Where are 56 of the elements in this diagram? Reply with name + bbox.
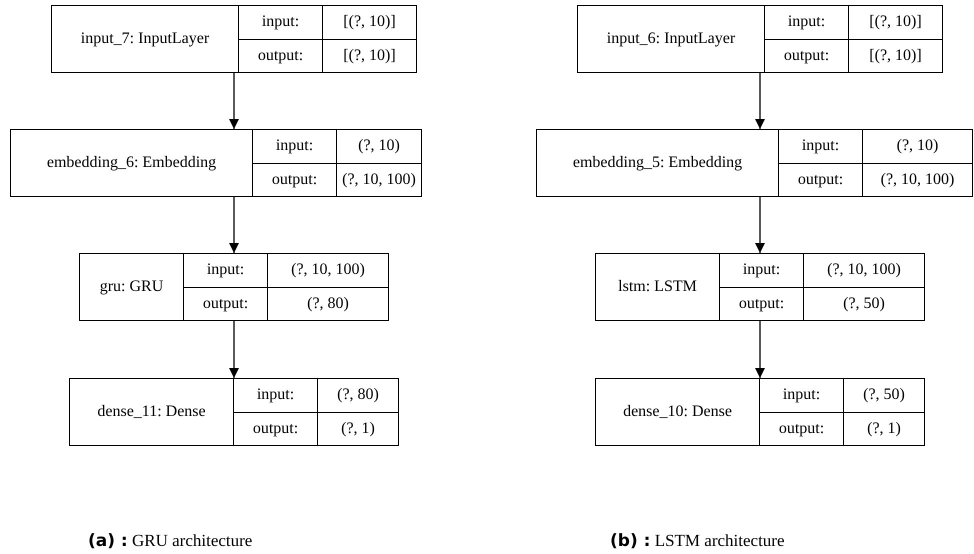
layer-name: gru: GRU (80, 254, 184, 320)
layer-name: input_7: InputLayer (52, 6, 239, 72)
arrow (229, 73, 239, 129)
shape-value: (?, 10, 100) (826, 260, 902, 280)
shape-value: (?, 50) (842, 294, 886, 314)
port-label: output: (184, 288, 268, 320)
layer-name: dense_10: Dense (596, 379, 760, 445)
layer-box (69, 378, 399, 446)
port-label: input: (720, 254, 804, 286)
shape-value: (?, 80) (336, 385, 380, 406)
port-label: input: (760, 379, 844, 412)
layer-name: embedding_5: Embedding (537, 130, 779, 196)
arrow (229, 321, 239, 378)
layer-box (79, 253, 389, 321)
shape-value: (?, 10) (357, 136, 401, 156)
layer-box (595, 378, 925, 446)
port-label: output: (239, 40, 323, 72)
port-label: input: (779, 130, 863, 162)
arrow (755, 73, 765, 129)
shape-value: (?, 50) (862, 385, 906, 406)
shape-value: [(?, 10)] (868, 12, 923, 32)
port-label: input: (253, 130, 337, 162)
layer-name: dense_11: Dense (70, 379, 234, 445)
port-label: output: (720, 288, 804, 320)
shape-value: (?, 1) (340, 418, 376, 439)
layer-name: input_6: InputLayer (578, 6, 765, 72)
layer-box (536, 129, 973, 197)
shape-value: [(?, 10)] (342, 12, 397, 32)
layer-box (577, 5, 943, 73)
shape-value: [(?, 10)] (342, 46, 397, 66)
layer-name: embedding_6: Embedding (11, 130, 253, 196)
shape-value: (?, 10, 100) (880, 170, 956, 190)
layer-box (595, 253, 925, 321)
shape-value: (?, 80) (306, 294, 350, 314)
port-label: input: (234, 379, 318, 412)
port-label: output: (779, 164, 863, 196)
shape-value: (?, 10, 100) (341, 170, 417, 190)
port-label: input: (184, 254, 268, 286)
port-label: output: (760, 412, 844, 445)
subfigure-caption: (a) : GRU architecture (88, 530, 252, 553)
port-label: input: (765, 6, 849, 38)
layer-name: lstm: LSTM (596, 254, 720, 320)
shape-value: (?, 10, 100) (290, 260, 366, 280)
port-label: output: (253, 164, 337, 196)
arrow (755, 197, 765, 253)
port-label: output: (234, 412, 318, 445)
layer-box (51, 5, 417, 73)
arrow (229, 197, 239, 253)
shape-value: [(?, 10)] (868, 46, 923, 66)
shape-value: (?, 10) (896, 136, 940, 156)
arrow (755, 321, 765, 378)
shape-value: (?, 1) (866, 418, 902, 439)
layer-box (10, 129, 422, 197)
port-label: output: (765, 40, 849, 72)
port-label: input: (239, 6, 323, 38)
subfigure-caption: (b) : LSTM architecture (610, 530, 784, 553)
